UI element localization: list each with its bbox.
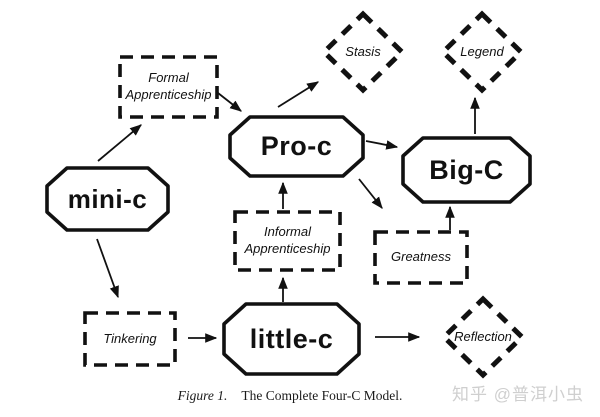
arrow-mini-c-to-tinkering [96,238,119,299]
formal-apprenticeship-node-shape [118,55,219,119]
figure-caption-number: Figure 1. [177,388,228,403]
little-c-node-shape [222,302,361,376]
figure-caption-text: The Complete Four-C Model. [241,388,403,403]
informal-apprenticeship-node-shape [233,210,342,272]
arrow-formal-to-pro-c [217,92,242,112]
arrow-mini-c-to-formal [97,124,142,162]
mini-c-node-shape [45,166,170,232]
big-c-node-shape [401,136,532,204]
reflection-node-shape [440,295,526,379]
figure-caption: Figure 1. The Complete Four-C Model. [100,388,480,404]
stasis-node-shape [320,10,406,94]
arrow-pro-c-to-greatness [358,178,383,209]
greatness-node-shape [373,230,469,285]
arrow-pro-c-to-big-c [365,140,399,150]
pro-c-node-shape [228,115,365,178]
arrow-pro-c-to-stasis [277,81,320,108]
tinkering-node-shape [83,311,177,367]
legend-node-shape [439,10,525,94]
watermark-text: 知乎 @普洱小虫 [452,385,584,404]
